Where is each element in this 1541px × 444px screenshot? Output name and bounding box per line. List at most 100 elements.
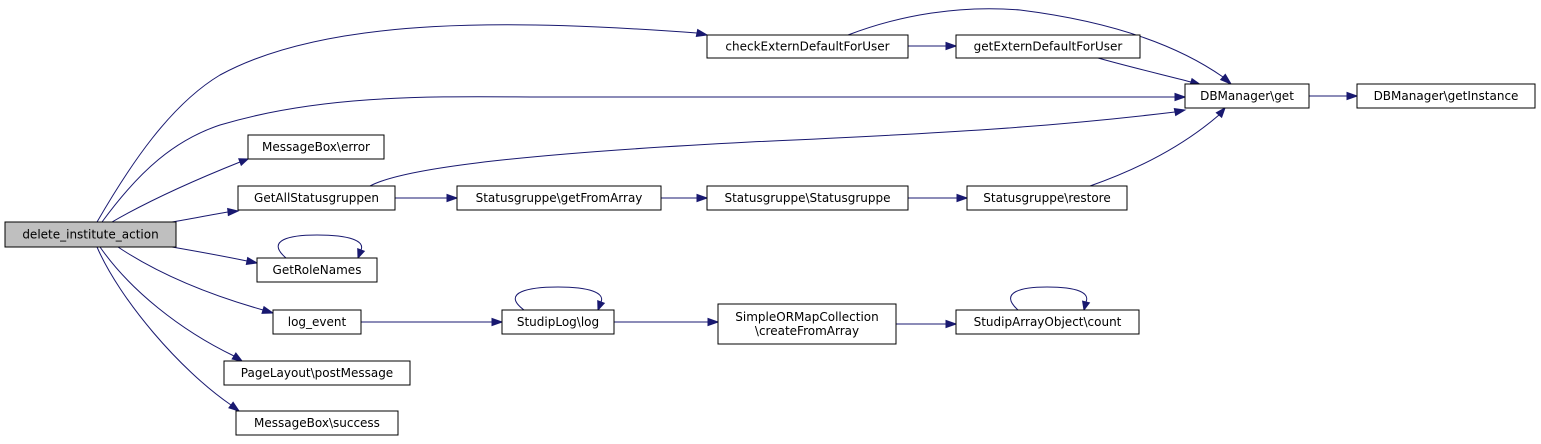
- node-logevent[interactable]: log_event: [272, 309, 362, 335]
- node-root[interactable]: delete_institute_action: [4, 221, 177, 248]
- edge-line: [111, 161, 241, 223]
- node-sgrestore[interactable]: Statusgruppe\restore: [966, 185, 1128, 211]
- node-sgfromarray[interactable]: Statusgruppe\getFromArray: [456, 185, 662, 211]
- node-box[interactable]: [1184, 83, 1310, 109]
- edge-getrole-to-getrole: [277, 234, 366, 260]
- node-label: Statusgruppe\Statusgruppe: [724, 191, 890, 205]
- node-box[interactable]: [501, 309, 615, 335]
- node-label: StudipLog\log: [517, 315, 599, 329]
- edge-logevent-to-studiplog: [361, 317, 504, 327]
- node-box[interactable]: [456, 185, 662, 211]
- node-label: GetAllStatusgruppen: [254, 191, 379, 205]
- edge-line: [1089, 114, 1220, 187]
- edge-arrowhead: [261, 305, 275, 314]
- edge-checkExtern-to-dbget: [847, 8, 1233, 86]
- edge-dbget-to-dbinst: [1309, 91, 1359, 101]
- edge-getExtern-to-dbget: [1097, 57, 1203, 86]
- node-dbinst[interactable]: DBManager\getInstance: [1356, 83, 1536, 109]
- edge-arrowhead: [231, 352, 244, 362]
- edge-root-to-checkExtern: [96, 24, 709, 223]
- node-label: MessageBox\success: [254, 416, 380, 430]
- node-msgerror[interactable]: MessageBox\error: [247, 134, 385, 160]
- edge-checkExtern-to-getExtern: [908, 41, 958, 51]
- edge-studiplog-to-sormc: [614, 317, 720, 327]
- node-sacount[interactable]: StudipArrayObject\count: [955, 309, 1140, 335]
- node-getrole[interactable]: GetRoleNames: [256, 257, 378, 283]
- edge-arrowhead: [956, 193, 969, 203]
- node-box[interactable]: [966, 185, 1128, 211]
- edge-sormc-to-sacount: [896, 319, 958, 329]
- edge-root-to-msgerror: [111, 158, 250, 223]
- edge-root-to-getall: [171, 207, 240, 223]
- node-msgsuccess[interactable]: MessageBox\success: [235, 410, 399, 436]
- edge-arrowhead: [228, 401, 241, 412]
- edge-getall-to-dbget: [369, 107, 1187, 187]
- node-box[interactable]: [256, 257, 378, 283]
- edge-sgsg-to-sgrestore: [908, 193, 969, 203]
- edge-arrowhead: [357, 248, 366, 260]
- edge-root-to-logevent: [117, 246, 275, 314]
- edge-root-to-getrole: [171, 246, 259, 266]
- edge-root-to-postmsg: [99, 246, 244, 362]
- node-sgsg[interactable]: Statusgruppe\Statusgruppe: [706, 185, 909, 211]
- node-box[interactable]: [955, 309, 1140, 335]
- node-label: delete_institute_action: [22, 228, 158, 242]
- node-sormc[interactable]: SimpleORMapCollection\createFromArray: [717, 303, 897, 345]
- edge-arrowhead: [1219, 73, 1233, 86]
- edge-studiplog-to-studiplog: [514, 286, 606, 312]
- node-label: DBManager\get: [1200, 89, 1294, 103]
- edge-arrowhead: [238, 158, 250, 167]
- edge-arrowhead: [707, 317, 720, 327]
- edge-line: [1097, 57, 1192, 83]
- edge-arrowhead: [945, 319, 958, 329]
- edge-sgfromarray-to-sgsg: [661, 193, 709, 203]
- edge-getall-to-sgfromarray: [395, 193, 459, 203]
- edge-sgrestore-to-dbget: [1089, 106, 1226, 187]
- node-label: SimpleORMapCollection: [735, 310, 878, 324]
- edge-arrowhead: [227, 207, 240, 217]
- edge-arrowhead: [695, 28, 709, 38]
- node-studiplog[interactable]: StudipLog\log: [501, 309, 615, 335]
- edge-arrowhead: [1173, 107, 1187, 117]
- node-label: GetRoleNames: [273, 263, 362, 277]
- node-getall[interactable]: GetAllStatusgruppen: [237, 185, 396, 211]
- node-box[interactable]: [706, 34, 909, 59]
- node-box[interactable]: [235, 410, 399, 436]
- edge-arrowhead: [696, 193, 709, 203]
- edge-line: [171, 246, 248, 262]
- node-box[interactable]: [4, 221, 177, 248]
- node-box[interactable]: [1356, 83, 1536, 109]
- edge-line: [369, 111, 1176, 187]
- node-box[interactable]: [247, 134, 385, 160]
- node-box[interactable]: [223, 360, 411, 386]
- edge-arrowhead: [1346, 91, 1359, 101]
- edge-arrowhead: [1174, 92, 1187, 102]
- node-box[interactable]: [717, 303, 897, 345]
- node-box[interactable]: [706, 185, 909, 211]
- edge-arrowhead: [491, 317, 504, 327]
- edge-root-to-msgsuccess: [96, 246, 241, 412]
- edge-arrowhead: [446, 193, 459, 203]
- edge-line: [96, 24, 698, 223]
- node-box[interactable]: [272, 309, 362, 335]
- node-checkExtern[interactable]: checkExternDefaultForUser: [706, 34, 909, 59]
- node-getExtern[interactable]: getExternDefaultForUser: [955, 34, 1141, 59]
- node-box[interactable]: [237, 185, 396, 211]
- node-label: MessageBox\error: [262, 140, 370, 154]
- edge-arrowhead: [1215, 106, 1226, 119]
- node-label: DBManager\getInstance: [1374, 89, 1519, 103]
- edge-line: [101, 96, 1175, 223]
- edge-line: [1010, 286, 1088, 311]
- node-dbget[interactable]: DBManager\get: [1184, 83, 1310, 109]
- edge-arrowhead: [597, 300, 606, 312]
- node-label: Statusgruppe\restore: [983, 191, 1110, 205]
- edge-root-to-dbget: [101, 92, 1187, 223]
- edge-line: [277, 234, 363, 259]
- node-label: PageLayout\postMessage: [241, 366, 393, 380]
- edge-line: [514, 286, 603, 311]
- node-postmsg[interactable]: PageLayout\postMessage: [223, 360, 411, 386]
- edge-line: [171, 211, 229, 223]
- node-label: StudipArrayObject\count: [974, 315, 1122, 329]
- node-box[interactable]: [955, 34, 1141, 59]
